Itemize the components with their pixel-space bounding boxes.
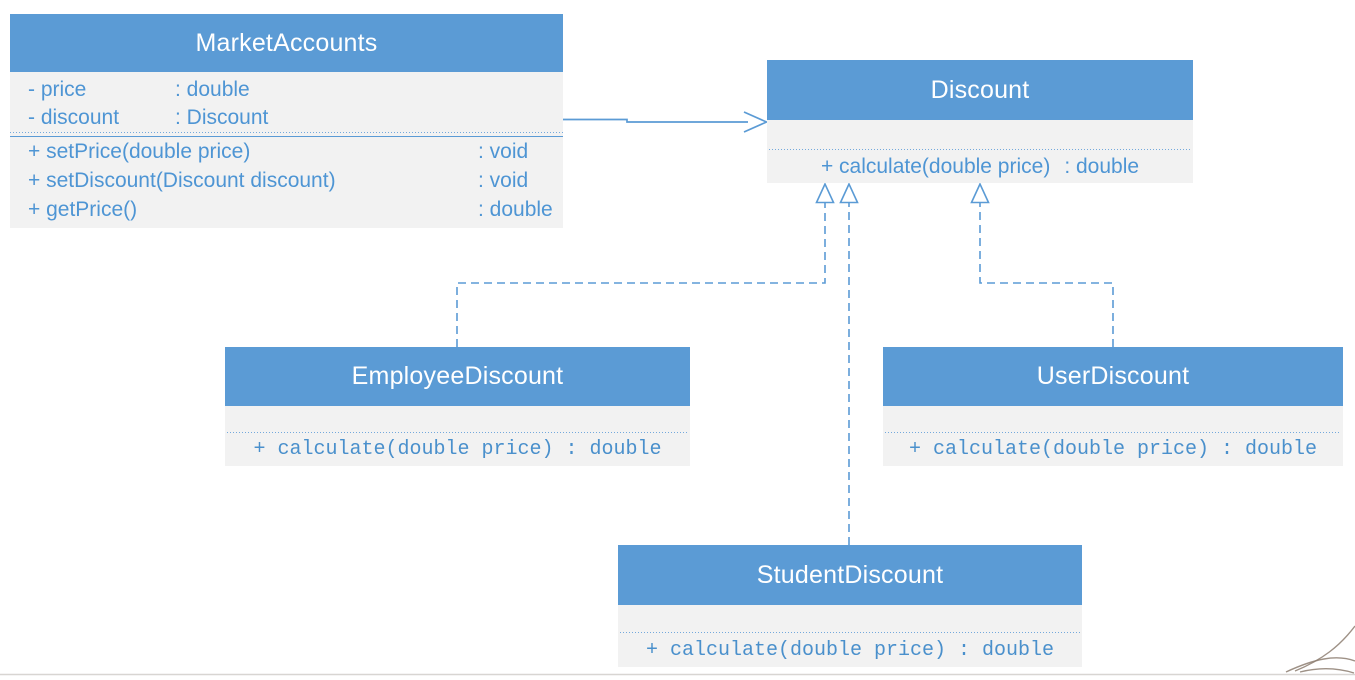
- realization-triangle-arrowhead-icon: [970, 182, 990, 204]
- association-marketaccounts-discount[interactable]: [563, 111, 769, 133]
- class-box-discount[interactable]: Discount + calculate(double price) : dou…: [767, 60, 1193, 183]
- class-body-userdiscount: + calculate(double price) : double: [883, 406, 1343, 466]
- attribute-row: - price : double: [10, 76, 563, 104]
- attribute-row: - discount : Discount: [10, 104, 563, 132]
- method-return-type: : void: [478, 169, 529, 192]
- method-signature: + setDiscount(Discount discount): [28, 169, 336, 192]
- method-row: + calculate(double price) : double: [767, 150, 1193, 183]
- method-signature: + calculate(double price): [820, 154, 1051, 178]
- realization-userdiscount-discount[interactable]: [970, 182, 1114, 347]
- attribute-name: - price: [28, 78, 87, 101]
- attribute-type: : double: [175, 78, 250, 101]
- attributes-methods-separator: [10, 132, 563, 137]
- class-body-studentdiscount: + calculate(double price) : double: [618, 605, 1082, 667]
- method-signature: + calculate(double price) : double: [253, 438, 662, 461]
- method-signature: + calculate(double price) : double: [645, 638, 1055, 662]
- attributes-methods-separator: [620, 632, 1080, 633]
- method-row: + getPrice() : double: [10, 195, 563, 224]
- attributes-methods-separator: [769, 149, 1191, 150]
- attribute-type: : Discount: [175, 106, 269, 129]
- pen-flourish: [1285, 625, 1355, 674]
- realization-studentdiscount-discount[interactable]: [839, 182, 859, 545]
- method-row: + calculate(double price) : double: [618, 633, 1082, 667]
- empty-attributes-compartment: [767, 120, 1193, 149]
- attributes-methods-separator: [227, 432, 688, 433]
- class-body-marketaccounts: - price : double - discount : Discount +…: [10, 72, 563, 228]
- empty-attributes-compartment: [618, 605, 1082, 632]
- method-return-type: : double: [1064, 154, 1140, 178]
- realization-triangle-arrowhead-icon: [839, 182, 859, 204]
- method-signature: + calculate(double price) : double: [908, 438, 1318, 461]
- realization-triangle-arrowhead-icon: [815, 182, 835, 204]
- empty-attributes-compartment: [225, 406, 690, 432]
- method-row: + setPrice(double price) : void: [10, 137, 563, 166]
- class-title-employeediscount: EmployeeDiscount: [225, 347, 690, 406]
- attributes-methods-separator: [885, 432, 1341, 433]
- class-body-discount: + calculate(double price) : double: [767, 120, 1193, 183]
- method-signature: + getPrice(): [28, 198, 138, 221]
- method-signature: + setPrice(double price): [28, 140, 251, 163]
- association-open-arrowhead-icon: [743, 111, 769, 133]
- class-title-marketaccounts: MarketAccounts: [10, 14, 563, 72]
- class-title-userdiscount: UserDiscount: [883, 347, 1343, 406]
- class-title-discount: Discount: [767, 60, 1193, 120]
- class-body-employeediscount: + calculate(double price) : double: [225, 406, 690, 466]
- method-return-type: : void: [478, 140, 529, 163]
- method-row: + setDiscount(Discount discount) : void: [10, 166, 563, 195]
- class-box-marketaccounts[interactable]: MarketAccounts - price : double - discou…: [10, 14, 563, 228]
- empty-attributes-compartment: [883, 406, 1343, 432]
- method-row: + calculate(double price) : double: [225, 433, 690, 466]
- realization-employeediscount-discount[interactable]: [456, 182, 835, 347]
- class-title-studentdiscount: StudentDiscount: [618, 545, 1082, 605]
- method-return-type: : double: [478, 198, 553, 221]
- class-box-studentdiscount[interactable]: StudentDiscount + calculate(double price…: [618, 545, 1082, 667]
- attribute-name: - discount: [28, 106, 120, 129]
- method-row: + calculate(double price) : double: [883, 433, 1343, 466]
- class-box-userdiscount[interactable]: UserDiscount + calculate(double price) :…: [883, 347, 1343, 466]
- class-box-employeediscount[interactable]: EmployeeDiscount + calculate(double pric…: [225, 347, 690, 466]
